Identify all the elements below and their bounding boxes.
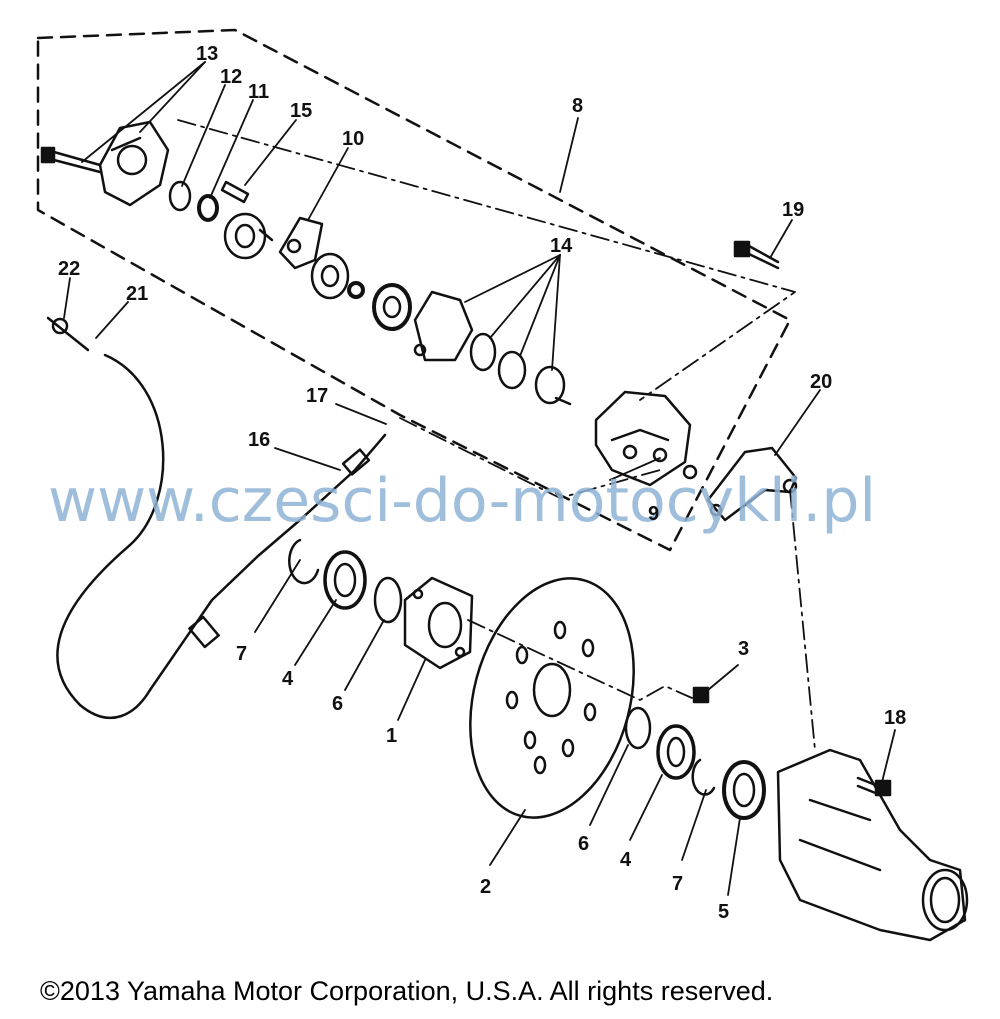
callout-5: 5 (718, 901, 729, 923)
piston-14 (534, 365, 572, 406)
bracket-10 (278, 216, 324, 270)
bolt-19 (733, 240, 780, 270)
gasket-14 (413, 290, 474, 362)
leader-20 (774, 389, 821, 456)
seal-ring-14 (497, 350, 527, 390)
bearing-4-right (656, 724, 696, 780)
leader-7a (254, 559, 301, 633)
bolt-13 (40, 146, 102, 174)
callout-12: 12 (220, 66, 242, 88)
leader-6b (589, 744, 629, 826)
leader-13b (139, 61, 206, 133)
leader-9 (609, 457, 661, 481)
bolt-3 (692, 686, 710, 704)
piston-10 (223, 212, 274, 260)
leader-12 (181, 84, 226, 187)
seal-11 (197, 194, 219, 222)
copyright-notice: ©2013 Yamaha Motor Corporation, U.S.A. A… (40, 976, 774, 1006)
axle-housing (776, 748, 969, 942)
leader-1 (397, 659, 426, 721)
bleeder-9 (682, 464, 698, 480)
circlip-7-right (691, 758, 716, 796)
watermark-text: www.czesci-do-motocykli.pl (48, 466, 877, 536)
washer-12 (168, 180, 192, 212)
bolt-18 (856, 776, 892, 797)
callout-8b: 8 (572, 95, 583, 117)
leader-22 (63, 277, 71, 319)
cable-end-22 (46, 316, 90, 352)
caliper-body-8 (594, 390, 692, 487)
alignment-line-upper (177, 119, 796, 401)
callout-19: 19 (782, 199, 804, 221)
callout-18: 18 (884, 707, 906, 729)
cover-plate-13 (98, 120, 170, 207)
callout-6-right: 6 (578, 833, 589, 855)
alignment-line-mid (399, 417, 661, 499)
leader-17 (335, 403, 387, 425)
brake-disc-2 (469, 577, 635, 819)
callout-3: 3 (738, 638, 749, 660)
callout-10: 10 (342, 128, 364, 150)
leader-8 (559, 117, 579, 193)
assembly-8-boundary (36, 28, 792, 552)
callout-1: 1 (386, 725, 397, 747)
hub-1 (403, 576, 474, 670)
callout-labels: 13 12 11 15 10 8 8 14 19 20 22 21 17 16 … (58, 43, 906, 923)
circlip-7-left (288, 538, 320, 585)
leader-13a (81, 61, 206, 163)
o-ring-14 (469, 332, 497, 372)
leader-18 (881, 729, 896, 783)
callout-4-left: 4 (282, 668, 294, 690)
ring-gear (310, 252, 365, 300)
leader-5 (727, 817, 741, 896)
callout-21: 21 (126, 283, 148, 305)
leader-16 (274, 447, 341, 471)
leader-6a (344, 619, 385, 691)
callout-22: 22 (58, 258, 80, 280)
leader-11 (209, 99, 254, 199)
leader-14a (464, 254, 561, 303)
oil-seal-5 (722, 760, 766, 820)
leader-7b (681, 789, 707, 861)
pin-15 (220, 180, 250, 204)
leader-3 (707, 664, 739, 691)
leader-19 (769, 219, 793, 259)
alignment-line-right (789, 489, 816, 751)
leader-14b (489, 254, 561, 339)
callout-14: 14 (550, 235, 573, 257)
callout-11: 11 (248, 81, 269, 103)
leader-10 (307, 147, 349, 221)
callout-4-right: 4 (620, 849, 632, 871)
bearing (372, 283, 412, 331)
callout-16: 16 (248, 429, 270, 451)
alignment-line-disc (467, 619, 693, 701)
callout-6-left: 6 (332, 693, 343, 715)
callout-20: 20 (810, 371, 832, 393)
leader-2 (489, 809, 526, 866)
leader-14d (551, 254, 561, 371)
leader-4b (629, 774, 663, 841)
leader-21 (95, 301, 129, 339)
callout-17: 17 (306, 385, 328, 407)
callout-15: 15 (290, 100, 312, 122)
leader-4a (294, 599, 337, 666)
brake-cable (56, 353, 387, 719)
callout-13: 13 (196, 43, 218, 65)
leader-15 (244, 119, 297, 186)
callout-2: 2 (480, 876, 491, 898)
o-ring-6-right (624, 706, 652, 750)
o-ring-6-left (373, 576, 403, 624)
leader-14c (519, 254, 561, 357)
bearing-4-left (323, 550, 367, 610)
